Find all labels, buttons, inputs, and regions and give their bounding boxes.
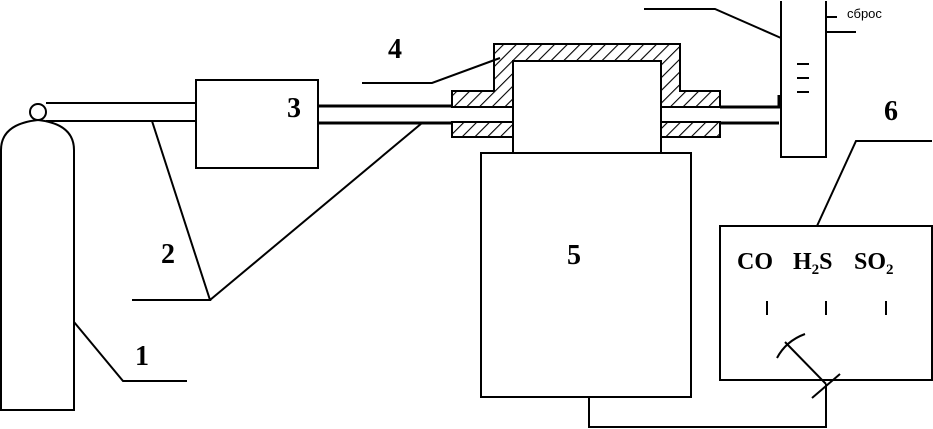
label-6: 6 xyxy=(884,96,898,127)
label-4: 4 xyxy=(388,34,402,65)
hatched-chamber xyxy=(451,43,721,153)
label-3: 3 xyxy=(287,93,301,124)
label-5: 5 xyxy=(567,240,581,271)
chamber-inlet-pipes xyxy=(318,104,452,125)
block-5 xyxy=(480,152,692,398)
analyzer-return-line xyxy=(588,384,827,428)
supply-pipes xyxy=(46,102,196,122)
gas-co-label: CO xyxy=(737,249,773,275)
gas-cylinder xyxy=(0,103,75,411)
outlet-pipes xyxy=(720,95,781,125)
label-2: 2 xyxy=(161,239,175,270)
label-1: 1 xyxy=(135,341,149,372)
leader-lines xyxy=(73,8,932,382)
gas-h2s-label: H2S xyxy=(793,249,833,278)
gas-so2-label: SO2 xyxy=(854,249,894,278)
flow-meter xyxy=(780,1,856,158)
gas-analyzer xyxy=(719,225,933,399)
block-3 xyxy=(195,79,319,169)
vent-label: сброс xyxy=(847,6,882,21)
